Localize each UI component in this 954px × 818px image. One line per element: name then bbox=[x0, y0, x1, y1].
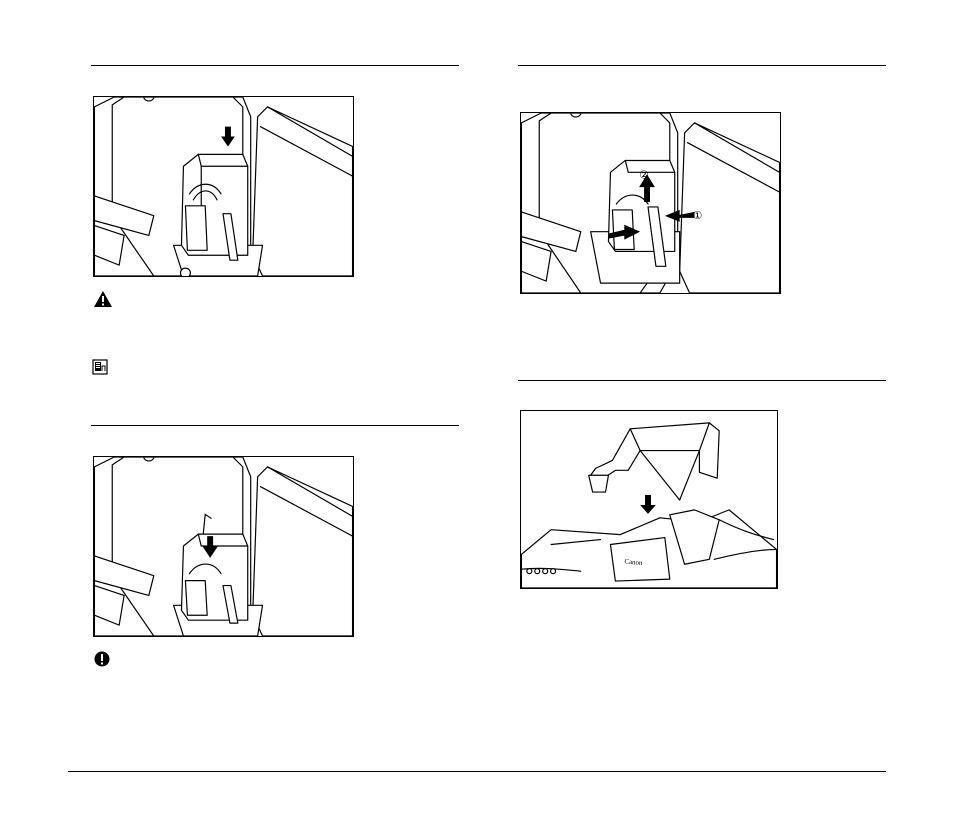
ink-cartridge-press-illustration bbox=[93, 456, 354, 637]
warning-triangle-icon bbox=[93, 290, 113, 308]
ink-cartridge-remove-illustration: ① ② bbox=[520, 112, 781, 294]
step-2-label: ② bbox=[639, 168, 649, 181]
step-1-label: ① bbox=[693, 209, 703, 222]
cover-attach-illustration: Canon bbox=[520, 410, 778, 589]
note-icon bbox=[92, 359, 108, 375]
footer-rule bbox=[68, 771, 886, 772]
section-rule-right-middle bbox=[518, 380, 886, 381]
section-rule-right-top bbox=[518, 65, 886, 66]
exclamation-circle-icon bbox=[94, 651, 110, 667]
section-rule-left-top bbox=[91, 65, 459, 66]
ink-cartridge-insert-illustration bbox=[93, 96, 354, 277]
section-rule-left-middle bbox=[91, 425, 459, 426]
